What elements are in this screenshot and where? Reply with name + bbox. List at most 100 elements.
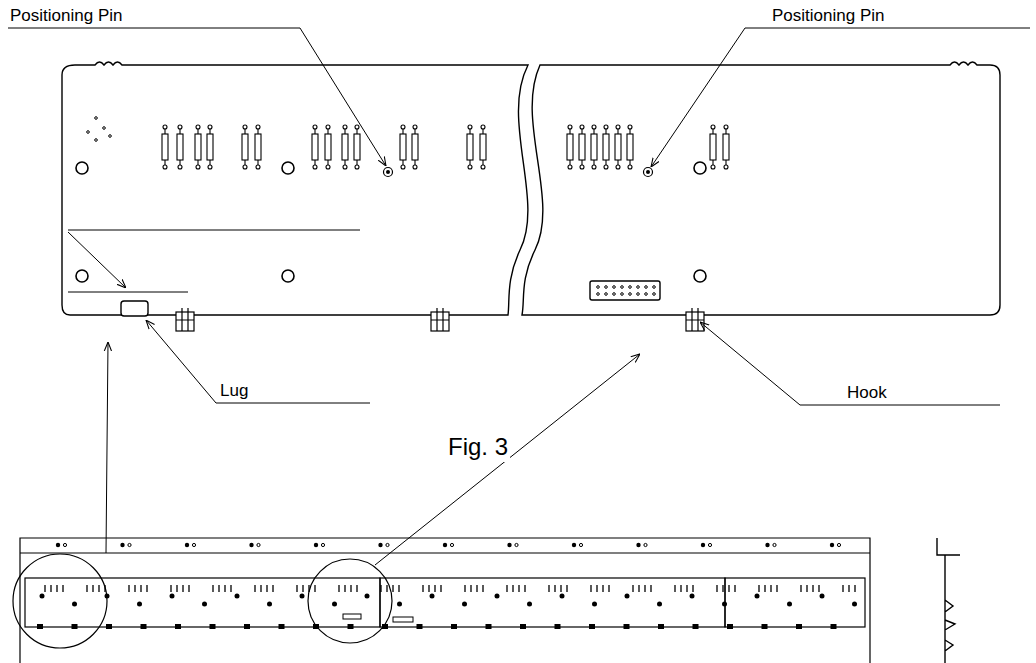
part-mark [470, 585, 471, 592]
dot [109, 135, 112, 138]
part-mark [422, 585, 423, 592]
part-mark [314, 585, 315, 592]
positioning-pin [644, 168, 653, 177]
hole-mark [657, 602, 662, 607]
part-mark [266, 585, 267, 592]
hole-mark [690, 594, 695, 599]
resistor-symbol [412, 125, 418, 169]
lug-mark [393, 617, 413, 622]
part-mark [344, 585, 345, 592]
part-mark [686, 585, 687, 592]
part-mark [776, 585, 777, 592]
hole-mark [332, 602, 337, 607]
mounting-hole [76, 270, 88, 282]
band-dots [249, 543, 260, 547]
generated-details [37, 117, 857, 629]
part-mark [596, 585, 597, 592]
resistor-symbol [342, 125, 348, 169]
leader-lines [8, 28, 1030, 565]
part-mark [518, 585, 519, 592]
part-mark [848, 585, 849, 592]
band-dots [765, 543, 776, 547]
band-dots [56, 543, 67, 547]
hole-mark [852, 602, 857, 607]
hole-mark [267, 602, 272, 607]
resistor-symbol [723, 125, 729, 169]
part-mark [608, 585, 609, 592]
resistor-symbol [591, 125, 597, 169]
part-mark [602, 585, 603, 592]
hook [431, 308, 449, 331]
resistor-symbol [207, 125, 213, 169]
hole-mark [495, 594, 500, 599]
hole-mark [755, 594, 760, 599]
connector-pin [621, 286, 624, 289]
resistor-symbol [177, 125, 183, 169]
resistor-symbol [354, 125, 360, 169]
part-mark [134, 585, 135, 592]
connector [590, 281, 660, 300]
part-mark [548, 585, 549, 592]
part-mark [638, 585, 639, 592]
part-mark [758, 585, 759, 592]
band-dots [830, 543, 841, 547]
dot [95, 117, 98, 120]
part-mark [260, 585, 261, 592]
connector-pin [653, 293, 656, 296]
line [68, 230, 360, 231]
band-dots [120, 543, 131, 547]
figure-caption: Fig. 3 [446, 433, 510, 462]
part-mark [464, 585, 465, 592]
hole-mark [430, 594, 435, 599]
dot [95, 139, 98, 142]
resistor-symbol [567, 125, 573, 169]
part-mark [716, 585, 717, 592]
part-mark [674, 585, 675, 592]
part-mark [128, 585, 129, 592]
connector-pin [597, 293, 600, 296]
part-mark [590, 585, 591, 592]
part-label: Hook [845, 383, 889, 403]
resistor-symbol [467, 125, 473, 169]
resistor-symbol [579, 125, 585, 169]
hole-mark [527, 602, 532, 607]
part-mark [764, 585, 765, 592]
connector-pin [621, 293, 624, 296]
part-label: Positioning Pin [8, 6, 124, 26]
part-mark [476, 585, 477, 592]
part-mark [212, 585, 213, 592]
lug [121, 301, 148, 316]
part-mark [440, 585, 441, 592]
right-panel-outline [522, 62, 1000, 315]
connector-pin [605, 286, 608, 289]
mounting-hole [282, 162, 294, 174]
band-dots [314, 543, 325, 547]
hole-mark [787, 602, 792, 607]
connector-pin [653, 286, 656, 289]
left-panel-outline [62, 62, 528, 315]
part-mark [98, 585, 99, 592]
part-label: Positioning Pin [770, 6, 886, 26]
part-mark [176, 585, 177, 592]
connector-pin [629, 293, 632, 296]
hole-mark [137, 602, 142, 607]
hole-mark [592, 602, 597, 607]
part-mark [224, 585, 225, 592]
part-mark [296, 585, 297, 592]
band-dots [443, 543, 454, 547]
hole-mark [625, 594, 630, 599]
connector-pin [629, 286, 632, 289]
part-mark [428, 585, 429, 592]
line [68, 292, 188, 293]
hole-mark [202, 602, 207, 607]
part-mark [506, 585, 507, 592]
part-mark [230, 585, 231, 592]
mounting-hole [282, 270, 294, 282]
part-mark [734, 585, 735, 592]
part-mark [632, 585, 633, 592]
hole-mark [170, 594, 175, 599]
connector-pin [645, 286, 648, 289]
hole-mark [397, 602, 402, 607]
part-mark [86, 585, 87, 592]
part-mark [818, 585, 819, 592]
